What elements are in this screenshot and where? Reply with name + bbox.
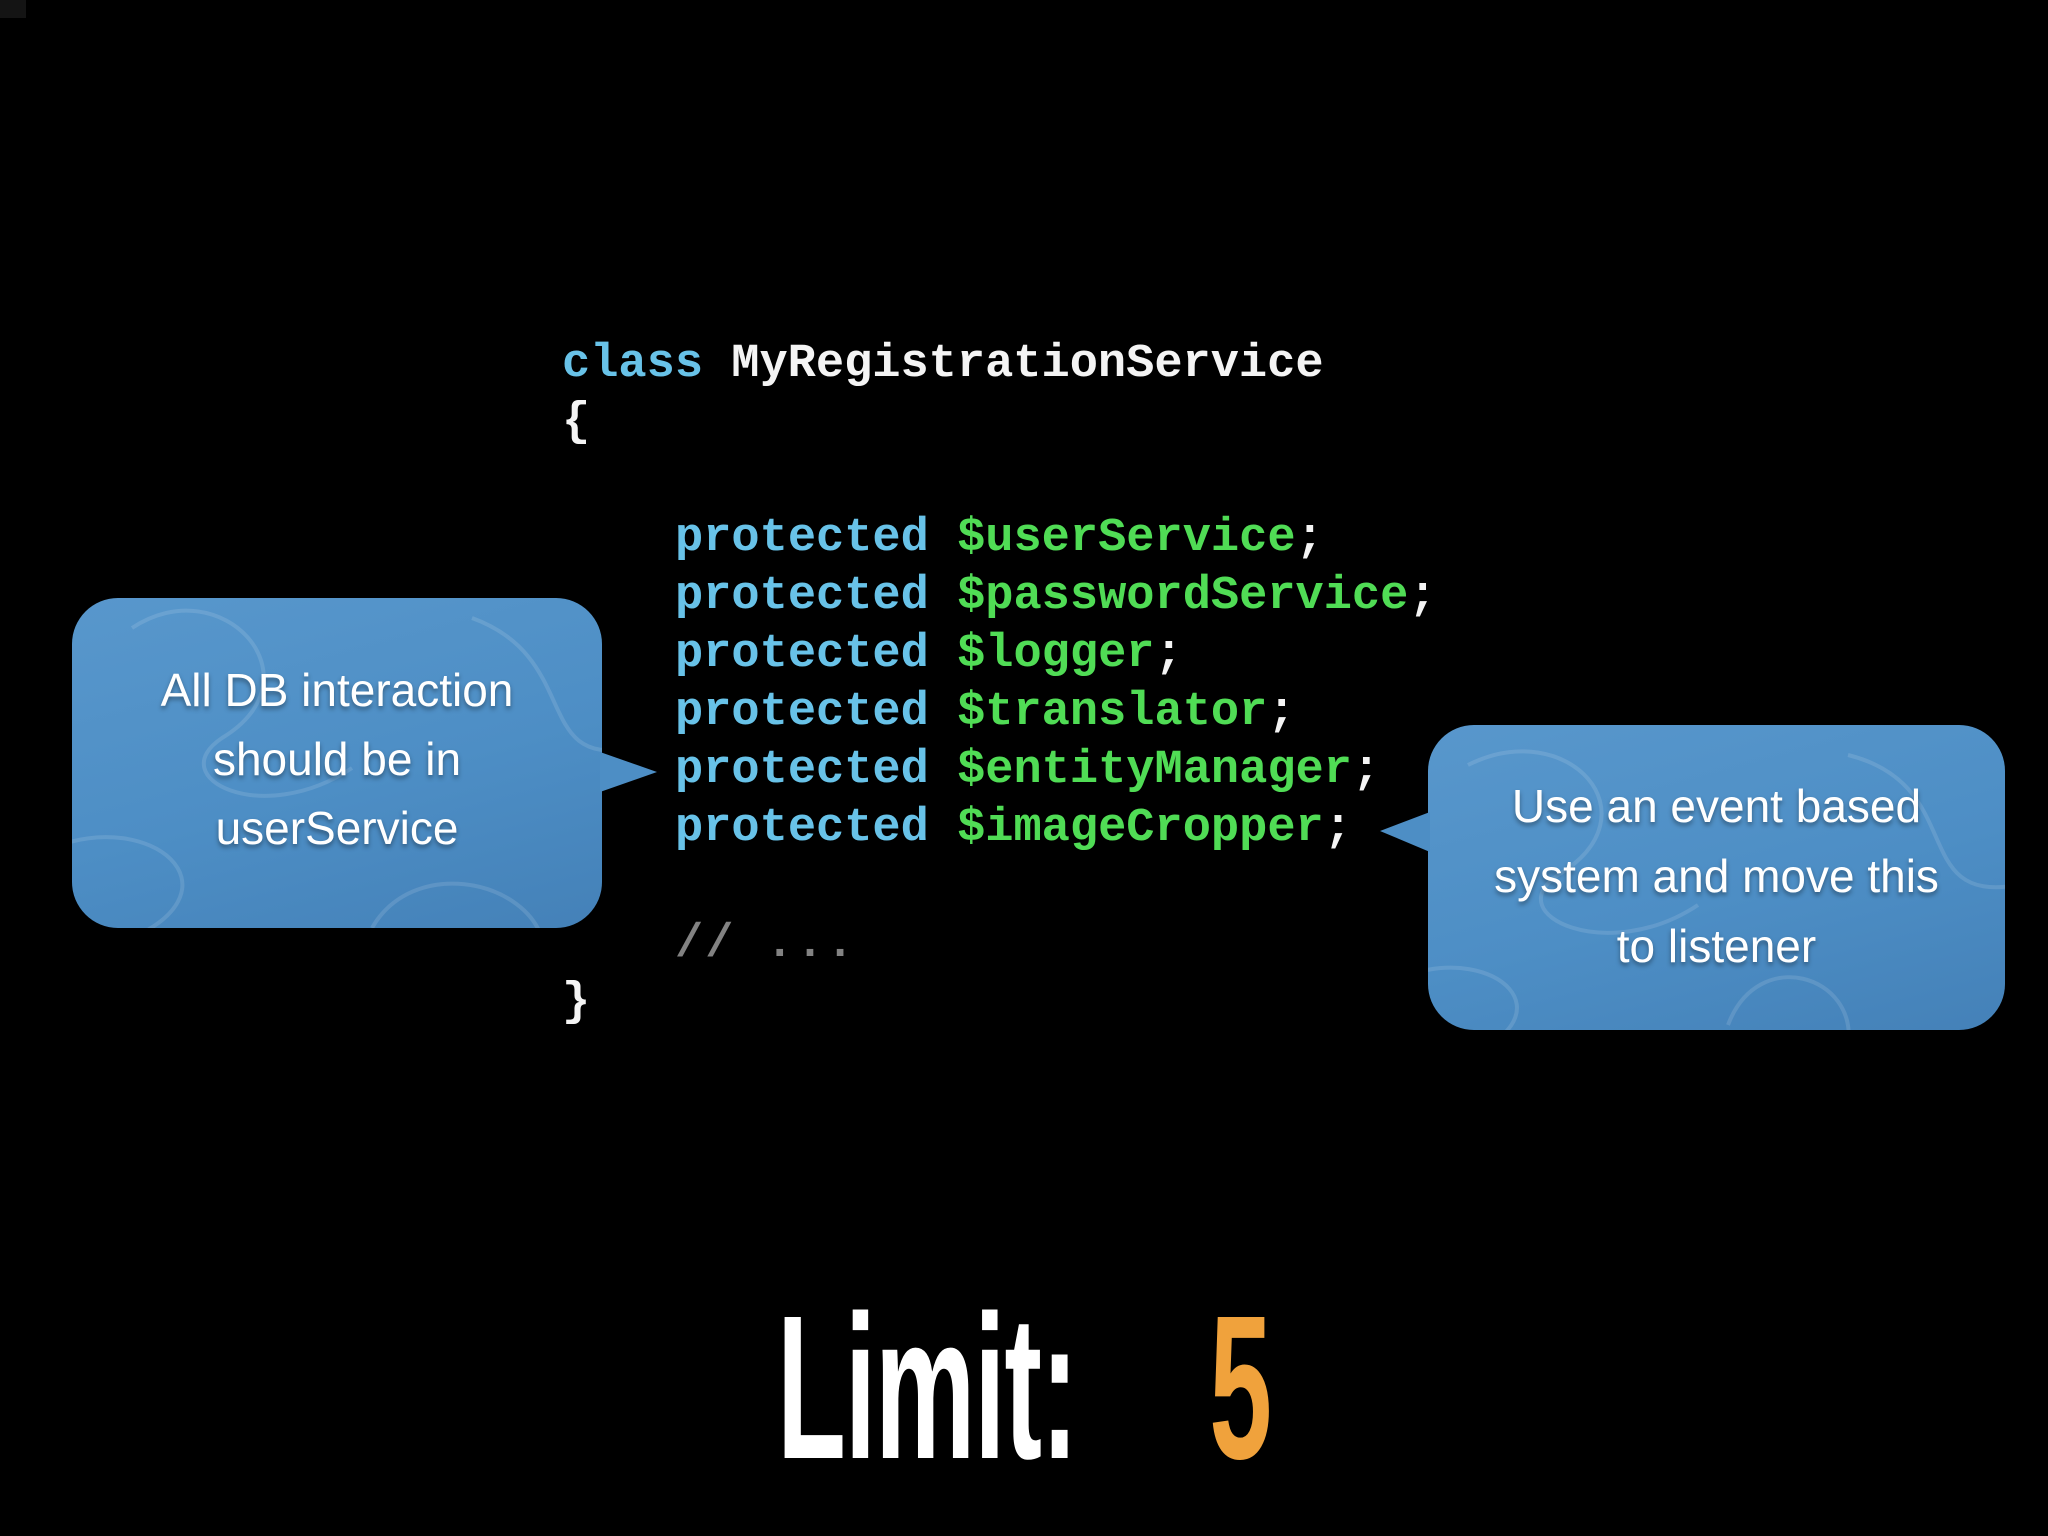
code-block: class MyRegistrationService { protected … (562, 336, 1437, 1032)
class-keyword-token: class (562, 338, 704, 391)
code-line-blank (562, 858, 1437, 916)
protected-keyword-token: protected (675, 570, 929, 623)
code-line-property: protected $logger; (562, 626, 1437, 684)
code-line-comment: // ... (562, 916, 1437, 974)
callout-left-pointer (600, 752, 657, 792)
limit-value: 5 (1209, 1273, 1272, 1502)
limit-text: Limit:5 (777, 1285, 1272, 1490)
callout-line: Use an event based (1511, 780, 1922, 832)
code-line-close-brace: } (562, 974, 1437, 1032)
variable-token: $entityManager (957, 744, 1352, 797)
code-line-property: protected $entityManager; (562, 742, 1437, 800)
code-line-open-brace: { (562, 394, 1437, 452)
semicolon-token: ; (1154, 628, 1183, 681)
close-brace-token: } (562, 976, 591, 1029)
variable-token: $userService (957, 512, 1296, 565)
protected-keyword-token: protected (675, 512, 929, 565)
callout-line: userService (215, 802, 459, 854)
semicolon-token: ; (1408, 570, 1437, 623)
variable-token: $translator (957, 686, 1268, 739)
protected-keyword-token: protected (675, 628, 929, 681)
semicolon-token: ; (1351, 744, 1381, 797)
callout-line: system and move this (1494, 850, 1939, 902)
semicolon-token: ; (1323, 802, 1352, 855)
callout-left-text: All DB interaction should be in userServ… (72, 656, 602, 863)
variable-token: $imageCropper (957, 802, 1324, 855)
limit-footer: Limit:5 (0, 1285, 2048, 1490)
code-line-property: protected $translator; (562, 684, 1437, 742)
callout-right-pointer (1380, 812, 1430, 852)
code-line-property: protected $userService; (562, 510, 1437, 568)
semicolon-token: ; (1295, 512, 1324, 565)
callout-line: All DB interaction (160, 664, 514, 716)
code-line-property: protected $imageCropper; (562, 800, 1437, 858)
limit-label: Limit: (777, 1273, 1078, 1502)
variable-token: $logger (957, 628, 1155, 681)
protected-keyword-token: protected (675, 744, 929, 797)
callout-left: All DB interaction should be in userServ… (72, 598, 602, 928)
callout-line: to listener (1616, 920, 1817, 972)
open-brace-token: { (562, 396, 591, 449)
comment-token: // ... (675, 918, 857, 971)
class-name-token: MyRegistrationService (731, 338, 1324, 391)
callout-line: should be in (212, 733, 462, 785)
protected-keyword-token: protected (675, 686, 929, 739)
code-line-blank (562, 452, 1437, 510)
code-line-property: protected $passwordService; (562, 568, 1437, 626)
callout-right: Use an event based system and move this … (1428, 725, 2005, 1030)
callout-right-text: Use an event based system and move this … (1428, 771, 2005, 981)
protected-keyword-token: protected (675, 802, 929, 855)
corner-artifact (0, 0, 26, 18)
semicolon-token: ; (1267, 686, 1296, 739)
variable-token: $passwordService (957, 570, 1409, 623)
code-line-class-declaration: class MyRegistrationService (562, 336, 1437, 394)
